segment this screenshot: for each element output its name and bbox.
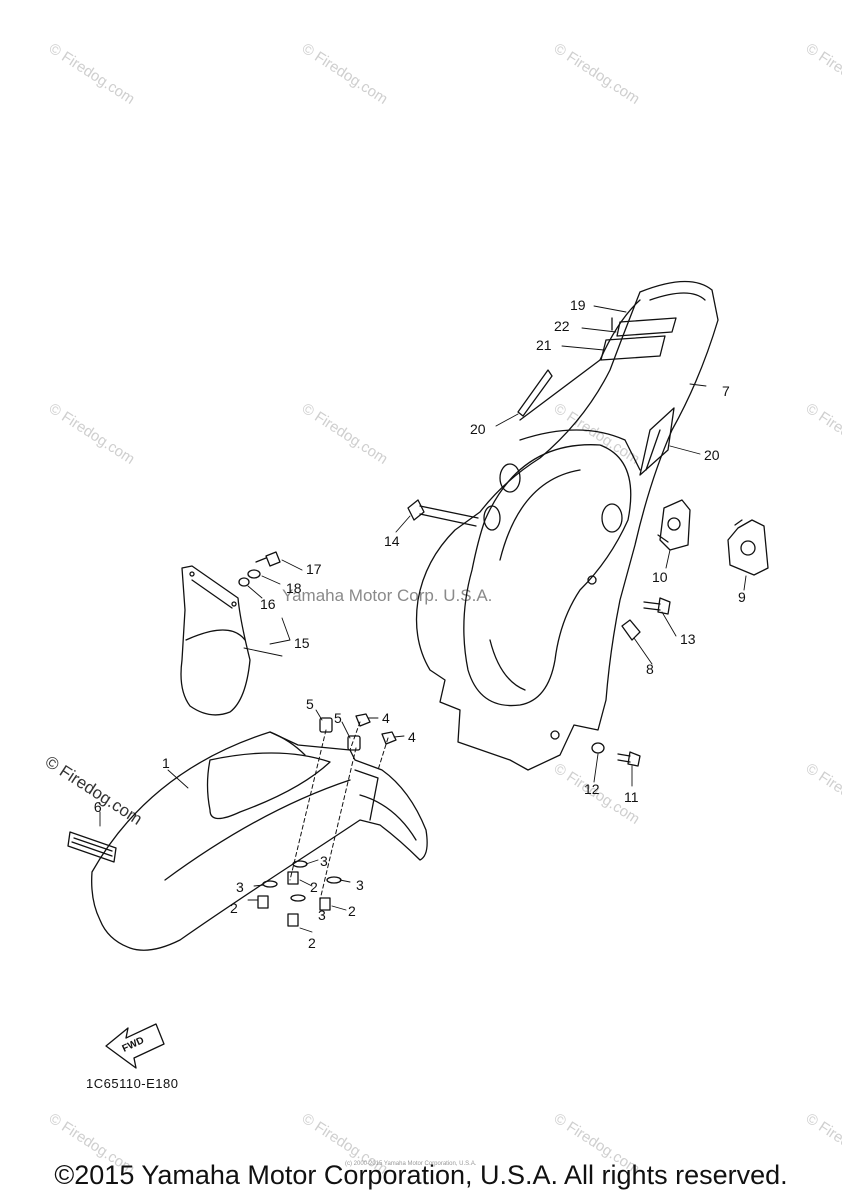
callout-11: 11 [624,789,639,805]
bolt-14 [407,499,479,527]
callout-13: 13 [680,631,696,647]
washer-3 [290,894,306,902]
bolt-2 [319,897,331,911]
bolt-17 [255,551,281,567]
washer-3 [326,876,342,884]
callout-2: 2 [230,900,238,916]
callout-2: 2 [310,879,318,895]
small-copyright-note: (c) 2000-2015 Yamaha Motor Corporation, … [345,1161,477,1167]
callout-18: 18 [286,580,302,596]
callout-4: 4 [408,729,416,745]
callout-4: 4 [382,710,390,726]
callout-2: 2 [348,903,356,919]
callout-3: 3 [318,907,326,923]
callout-labels: 1 2 2 2 2 3 3 3 3 4 4 5 5 6 7 8 9 10 11 … [94,297,746,1055]
callout-5: 5 [334,710,342,726]
callout-19: 19 [570,297,586,313]
front-fender [91,731,428,951]
collar-5 [347,735,361,751]
callout-22: 22 [554,318,570,334]
callout-3: 3 [320,853,328,869]
diagram-code: 1C65110-E180 [86,1076,179,1091]
bolt-2 [257,895,269,909]
plate-9 [727,519,769,576]
bolt-13 [643,597,671,615]
callout-2: 2 [308,935,316,951]
callout-3: 3 [236,879,244,895]
callout-10: 10 [652,569,668,585]
callout-14: 14 [384,533,400,549]
rear-fender [415,280,719,771]
washer-3 [262,880,278,888]
callout-20: 20 [704,447,720,463]
washer-18 [247,569,261,579]
nut-4 [381,731,397,745]
fwd-arrow [105,1023,165,1069]
fork-guard [180,565,251,716]
callout-8: 8 [646,661,654,677]
fwd-label: FWD [121,1035,146,1055]
washer-12 [591,742,605,754]
callout-7: 7 [722,383,730,399]
callout-17: 17 [306,561,322,577]
callout-15: 15 [294,635,310,651]
callout-20: 20 [470,421,486,437]
bolt-11 [617,751,641,767]
callout-21: 21 [536,337,552,353]
copyright-footer: ©2015 Yamaha Motor Corporation, U.S.A. A… [54,1160,788,1190]
plate-10 [657,499,691,551]
bolt-2 [287,871,299,885]
nut-4 [355,713,371,727]
washer-3 [292,860,308,868]
callout-9: 9 [738,589,746,605]
callout-16: 16 [260,596,276,612]
bracket-8 [621,619,641,641]
decal-6 [67,831,117,863]
center-watermark: Yamaha Motor Corp. U.S.A. [282,586,493,605]
washer-16 [238,577,250,587]
collar-5 [319,717,333,733]
callout-12: 12 [584,781,600,797]
callout-6: 6 [94,799,103,815]
callout-1: 1 [162,755,170,771]
callout-3: 3 [356,877,364,893]
callout-5: 5 [306,696,314,712]
bolt-2 [287,913,299,927]
